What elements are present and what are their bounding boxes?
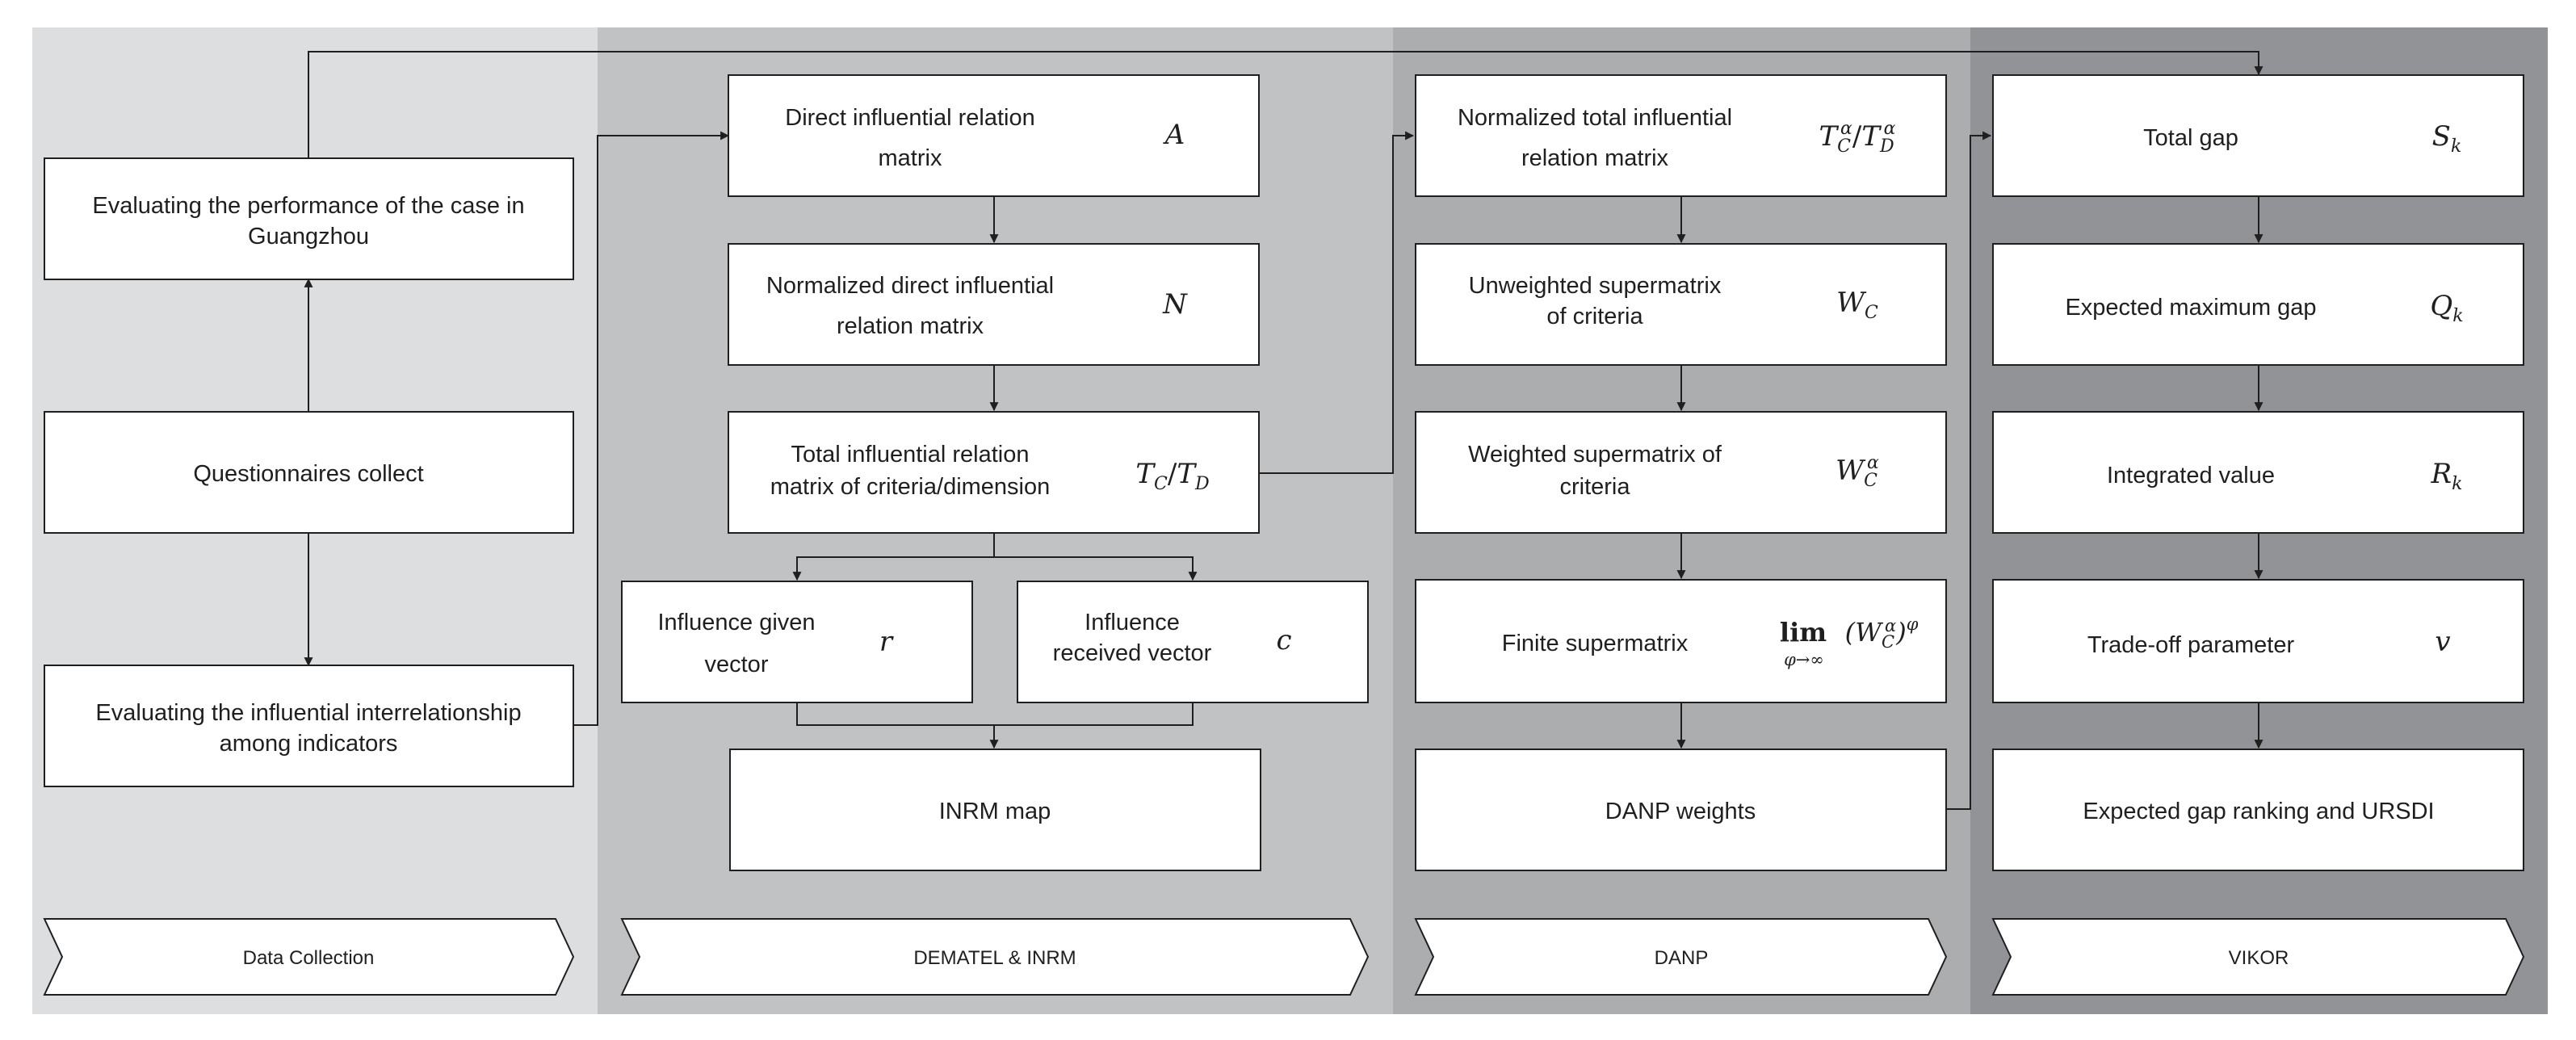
box-influence-received	[1017, 581, 1369, 703]
connectors	[304, 51, 2263, 810]
box-direct-matrix	[728, 74, 1260, 197]
influence-given-symbol: r	[879, 626, 894, 658]
normalized-direct-line1: Normalized direct influential	[766, 273, 1054, 299]
stage-label-dematel-inrm: DEMATEL & INRM	[913, 947, 1076, 969]
chevron-danp	[1414, 918, 1948, 996]
direct-matrix-symbol: A	[1163, 119, 1185, 151]
direct-matrix-line1: Direct influential relation	[785, 105, 1034, 131]
influence-given-line1: Influence given	[657, 610, 815, 635]
normalized-direct-symbol: N	[1162, 288, 1188, 321]
box-normalized-direct	[728, 243, 1260, 366]
arrow-total-to-influence-received	[994, 556, 1198, 581]
direct-matrix-line2: matrix	[879, 145, 942, 171]
box-vikor-tradeoff	[1992, 579, 2524, 703]
evaluate-interrelationship-line2: among indicators	[220, 731, 398, 757]
vikor-integrated-value-label: Integrated value	[2107, 463, 2275, 489]
normalized-direct-line2: relation matrix	[837, 313, 984, 339]
chevron-data-collection	[43, 918, 575, 996]
inrm-map-label: INRM map	[939, 799, 1051, 824]
total-influential-line2: matrix of criteria/dimension	[770, 474, 1051, 500]
total-influential-line1: Total influential relation	[791, 442, 1029, 468]
danp-weights-label: DANP weights	[1605, 799, 1756, 824]
arrow-total-to-influence-given	[792, 533, 995, 581]
box-danp-finite	[1415, 579, 1947, 703]
danp-weighted-line2: criteria	[1559, 474, 1630, 500]
questionnaires-label: Questionnaires collect	[193, 461, 423, 487]
danp-finite-sub: φ→∞	[1784, 650, 1824, 669]
box-vikor-total-gap	[1992, 74, 2524, 197]
danp-finite-lim: lim	[1780, 617, 1827, 648]
arrow-performance-to-total-gap	[308, 51, 2263, 158]
evaluate-interrelationship-line1: Evaluating the influential interrelation…	[95, 700, 521, 726]
vikor-total-gap-label: Total gap	[2143, 125, 2238, 151]
arrow-danp-weights-to-total-gap	[1946, 131, 1992, 810]
danp-finite-label: Finite supermatrix	[1502, 631, 1689, 656]
evaluate-performance-line2: Guangzhou	[248, 224, 369, 250]
box-evaluate-interrelationship	[44, 665, 574, 787]
box-vikor-ranking	[1992, 749, 2524, 871]
box-evaluate-performance	[44, 157, 574, 280]
box-inrm-map	[729, 749, 1261, 871]
boxes	[44, 74, 2524, 871]
danp-unweighted-line2: of criteria	[1546, 304, 1643, 329]
danp-normalized-total-symbol: TCα/TDα	[1819, 119, 1895, 157]
labels: Evaluating the performance of the case i…	[92, 105, 2463, 969]
box-danp-normalized-total	[1415, 74, 1947, 197]
influence-received-line1: Influence	[1085, 610, 1180, 635]
vikor-tradeoff-symbol: v	[2435, 626, 2450, 658]
box-vikor-integrated-value	[1992, 411, 2524, 534]
chevron-dematel-inrm	[620, 918, 1370, 996]
total-influential-symbol: TC/TD	[1135, 458, 1210, 494]
box-danp-weights	[1415, 749, 1947, 871]
danp-weighted-line1: Weighted supermatrix of	[1468, 442, 1722, 468]
chevron-vikor	[1991, 918, 2525, 996]
stage-chevrons	[43, 918, 2525, 996]
box-vikor-expected-max-gap	[1992, 243, 2524, 366]
danp-normalized-total-line1: Normalized total influential	[1458, 105, 1732, 131]
vikor-tradeoff-label: Trade-off parameter	[2087, 632, 2295, 658]
stage-label-vikor: VIKOR	[2229, 947, 2289, 969]
influence-received-symbol: c	[1276, 624, 1291, 656]
evaluate-performance-line1: Evaluating the performance of the case i…	[92, 193, 524, 219]
stage-label-danp: DANP	[1655, 947, 1709, 969]
box-danp-weighted	[1415, 411, 1947, 534]
influence-received-line2: received vector	[1053, 640, 1212, 666]
box-questionnaires	[44, 411, 574, 534]
danp-unweighted-line1: Unweighted supermatrix	[1469, 273, 1722, 299]
stage-label-data-collection: Data Collection	[243, 947, 375, 969]
box-influence-given	[621, 581, 973, 703]
box-total-influential	[728, 411, 1260, 534]
danp-normalized-total-line2: relation matrix	[1521, 145, 1669, 171]
box-danp-unweighted	[1415, 243, 1947, 366]
danp-weighted-symbol: WCα	[1836, 453, 1879, 491]
arrow-interrelationship-to-direct-matrix	[573, 131, 730, 726]
vikor-ranking-label: Expected gap ranking and URSDI	[2083, 799, 2434, 824]
vikor-expected-max-gap-label: Expected maximum gap	[2065, 295, 2316, 321]
influence-given-line2: vector	[705, 652, 769, 677]
arrow-total-to-danp-normalized	[1260, 131, 1415, 474]
